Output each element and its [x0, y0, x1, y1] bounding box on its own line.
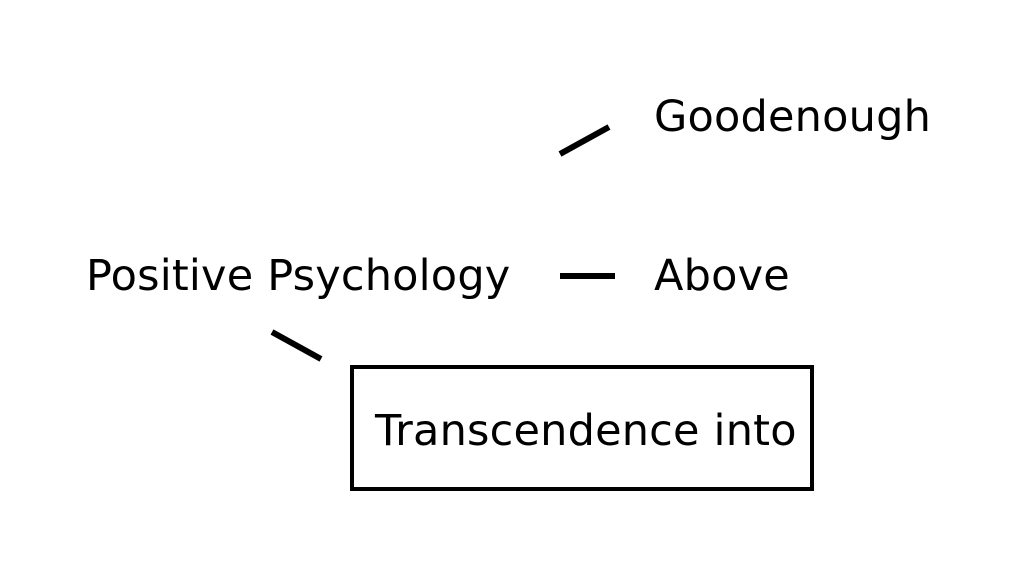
branch-transcendence-label: Transcendence into [375, 406, 797, 456]
connector-goodenough [558, 124, 611, 157]
branch-goodenough-label: Goodenough [654, 92, 932, 142]
branch-above-label: Above [654, 251, 790, 301]
branch-transcendence-box [350, 365, 814, 491]
source-node-label: Positive Psychology [86, 251, 511, 301]
connector-transcendence [270, 329, 323, 362]
